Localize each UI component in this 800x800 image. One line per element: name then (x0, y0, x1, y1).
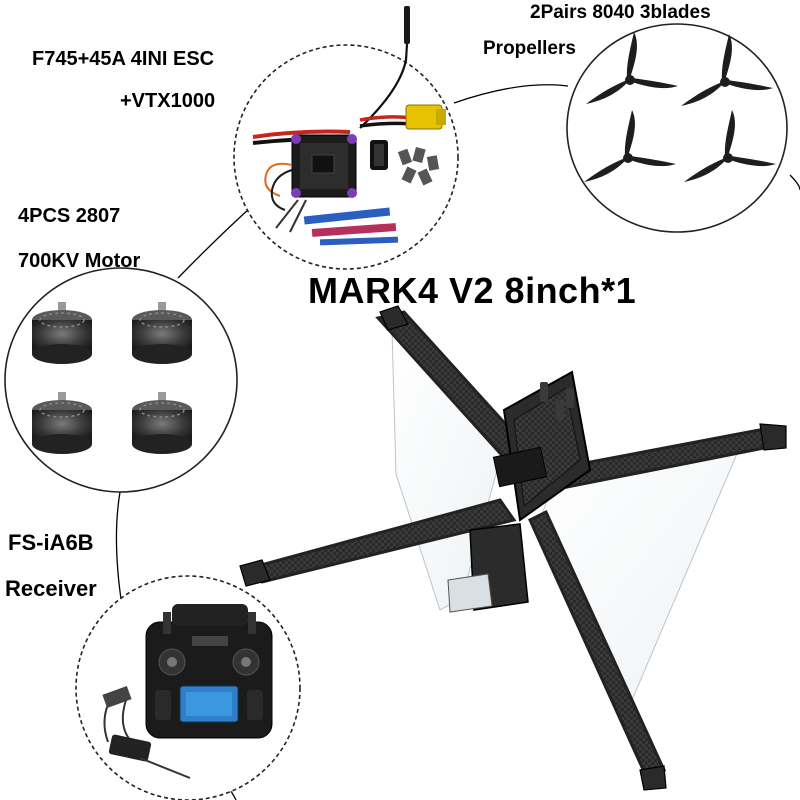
motors-label-line2: 700KV Motor (18, 250, 141, 272)
connector-motors-receiver (115, 491, 123, 607)
brushless-motor-icon (32, 302, 192, 454)
propellers-circle-border (566, 23, 788, 233)
flight-controller-label-line2: +VTX1000 (120, 90, 216, 112)
flight-controller-group (233, 6, 459, 270)
vtx-antenna-icon (404, 6, 410, 44)
connector-propellers-edge (789, 174, 800, 191)
receiver-group (75, 575, 301, 800)
receiver-label-line1: FS-iA6B (8, 530, 94, 555)
motors-group (4, 267, 238, 493)
propellers-label-line2: Propellers (483, 38, 576, 59)
propeller-icon (584, 32, 776, 182)
receiver-label-line2: Receiver (5, 576, 97, 601)
radio-transmitter-icon (145, 604, 273, 739)
connector-fc-propellers (453, 84, 569, 104)
propellers-group (566, 23, 788, 233)
connector-lines (115, 84, 800, 800)
frame-title: MARK4 V2 8inch*1 (308, 270, 637, 311)
fs-ia6b-receiver-icon (102, 685, 191, 779)
motors-label-line1: 4PCS 2807 (18, 205, 121, 227)
motors-circle-border (4, 267, 238, 493)
hardware-parts-icon (397, 146, 440, 186)
flight-controller-label-line1: F745+45A 4INI ESC (32, 48, 215, 70)
connector-fc-motors (177, 207, 251, 279)
propellers-label-line1: 2Pairs 8040 3blades (530, 2, 711, 23)
carbon-fiber-frame-icon (239, 305, 787, 791)
